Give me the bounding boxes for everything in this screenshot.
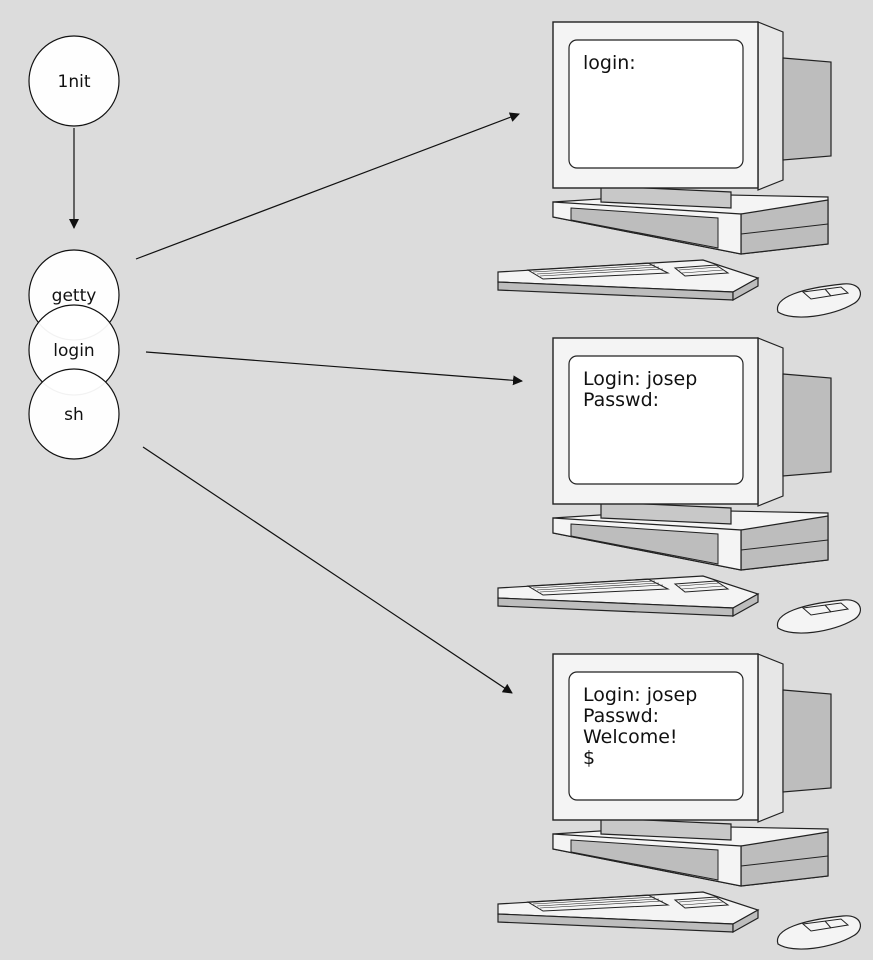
screen-line: Login: josep bbox=[583, 368, 697, 390]
screen-line: $ bbox=[583, 747, 595, 769]
process-nodes: 1nit getty login sh bbox=[28, 35, 120, 460]
screen-line: Passwd: bbox=[583, 389, 659, 411]
arrow-login-to-terminal-2 bbox=[145, 351, 523, 386]
process-node-init bbox=[28, 35, 120, 127]
process-label-sh: sh bbox=[64, 405, 84, 425]
screen-text: login: bbox=[583, 52, 636, 74]
connections bbox=[69, 112, 523, 694]
screen-line: Login: josep bbox=[583, 684, 697, 706]
screen-line: login: bbox=[583, 52, 636, 74]
process-label-getty: getty bbox=[52, 286, 97, 306]
screen-line: Passwd: bbox=[583, 705, 659, 727]
screen-line: Welcome! bbox=[583, 726, 678, 748]
arrow-sh-to-terminal-3 bbox=[142, 446, 513, 694]
arrow-getty-to-terminal-1 bbox=[135, 112, 520, 260]
process-node-sh bbox=[28, 368, 120, 460]
process-label-init: 1nit bbox=[58, 72, 91, 92]
process-label-login: login bbox=[53, 341, 94, 361]
computer-terminal-1: login: bbox=[497, 21, 862, 318]
